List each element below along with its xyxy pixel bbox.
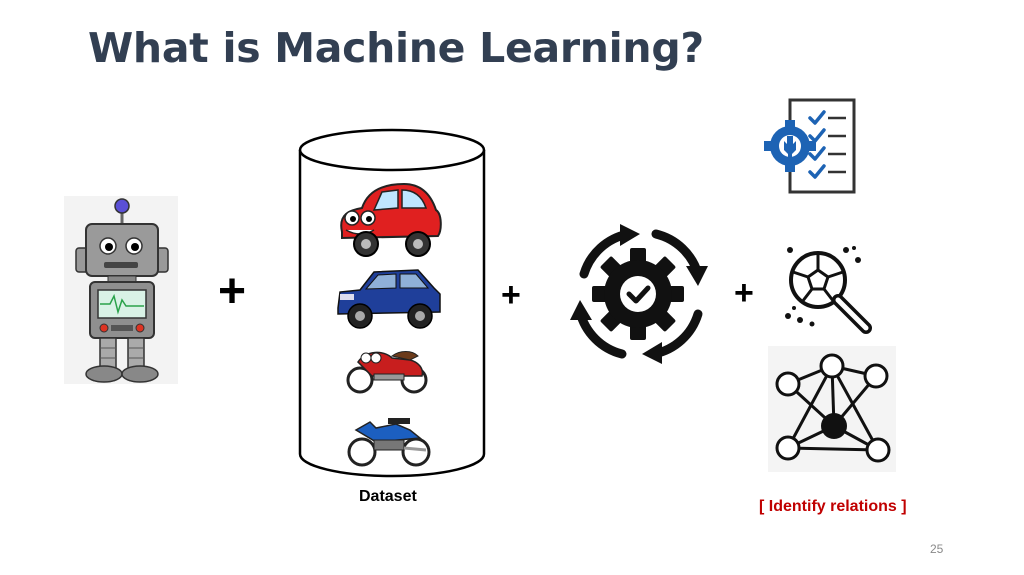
training-cycle-gear-icon (570, 224, 708, 364)
blue-suv-icon (337, 269, 441, 329)
plus-sign-1: + (218, 265, 247, 318)
blue-motorcycle-icon (347, 418, 431, 467)
checklist-gear-icon (764, 98, 856, 194)
network-graph-image (768, 346, 896, 472)
dataset-label: Dataset (359, 488, 417, 505)
red-motorcycle-icon (346, 351, 428, 394)
plus-sign-2: + (501, 276, 521, 314)
plus-sign-3: + (734, 274, 754, 312)
robot-image (64, 196, 178, 384)
red-car-image (334, 180, 444, 260)
red-car-icon (340, 182, 442, 257)
slide-title: What is Machine Learning? (88, 24, 704, 72)
network-graph-icon (775, 353, 891, 463)
identify-relations-label: [ Identify relations ] (759, 498, 907, 515)
robot-icon (75, 198, 169, 383)
pattern-search-icon (785, 246, 872, 334)
red-motorcycle-image (344, 338, 430, 396)
blue-suv-image (334, 262, 444, 334)
blue-motorcycle-image (346, 408, 432, 468)
page-number: 25 (930, 542, 944, 556)
